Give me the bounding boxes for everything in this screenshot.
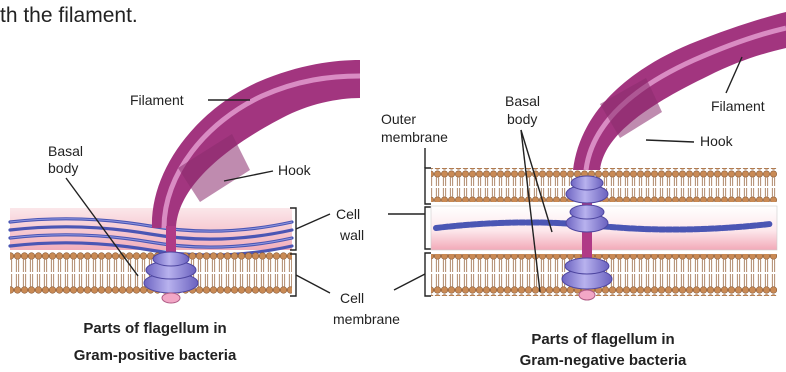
right-filament-label: Filament	[711, 98, 765, 114]
right-hook-label: Hook	[700, 133, 734, 149]
left-filament	[152, 60, 360, 228]
middle-labels: Cell wall Cell membrane	[290, 168, 431, 327]
left-hook-label: Hook	[278, 162, 312, 178]
left-caption-line-1: Parts of flagellum in	[83, 320, 226, 337]
left-filament-label: Filament	[130, 92, 184, 108]
gram-negative-panel: Outer membrane Basal body Filament Hook …	[381, 12, 786, 369]
right-basal-label-1: Basal	[505, 93, 540, 109]
cell-membrane-label-2: membrane	[333, 311, 400, 327]
right-outer-label-2: membrane	[381, 129, 448, 145]
gram-positive-panel: Filament Basal body Hook Parts of flagel…	[10, 60, 360, 364]
right-caption-line-2: Gram-negative bacteria	[520, 352, 687, 369]
left-caption-line-2: Gram-positive bacteria	[74, 347, 237, 364]
cell-wall-label-1: Cell	[336, 206, 360, 222]
left-basal-label-1: Basal	[48, 143, 83, 159]
left-basal-label-2: body	[48, 160, 78, 176]
cell-membrane-label-1: Cell	[340, 290, 364, 306]
right-basal-label-2: body	[507, 111, 537, 127]
intro-text: th the filament.	[0, 4, 138, 27]
cell-wall-label-2: wall	[339, 227, 364, 243]
right-outer-label-1: Outer	[381, 111, 416, 127]
right-caption-line-1: Parts of flagellum in	[531, 331, 674, 348]
